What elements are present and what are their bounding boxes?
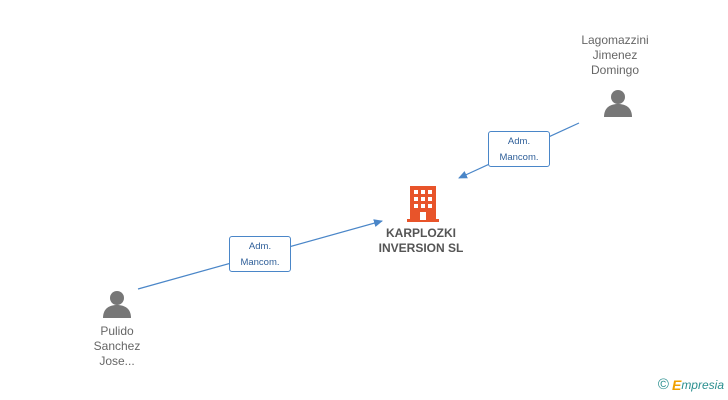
copyright-icon: © (657, 376, 669, 393)
person-name-pulido[interactable]: Pulido Sanchez Jose... (93, 324, 141, 368)
person-icon[interactable] (603, 88, 633, 123)
company-name[interactable]: KARPLOZKI INVERSION SL (378, 226, 464, 255)
brand-initial: E (671, 377, 682, 393)
relation-label-lagomazzini[interactable]: Adm. Mancom. (488, 131, 550, 167)
empresia-watermark: © E mpresia (658, 376, 724, 394)
person-icon[interactable] (102, 289, 132, 324)
relation-label-pulido[interactable]: Adm. Mancom. (229, 236, 291, 272)
building-icon[interactable] (407, 186, 439, 227)
person-name-lagomazzini[interactable]: Lagomazzini Jimenez Domingo (581, 33, 649, 77)
brand-name: mpresia (681, 378, 724, 392)
